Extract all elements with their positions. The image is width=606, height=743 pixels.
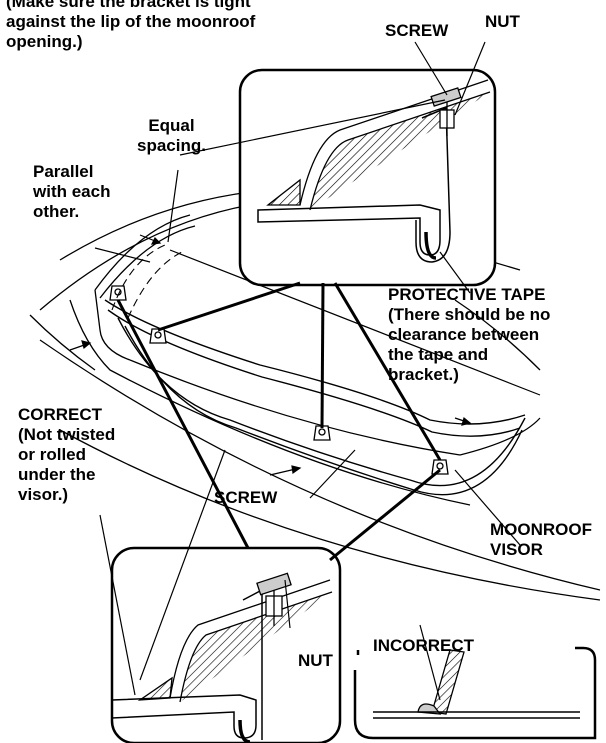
protective-tape-label: PROTECTIVE TAPE (There should be no clea… <box>388 285 551 384</box>
bracket-1 <box>109 285 127 301</box>
moonroof-visor-label: MOONROOF VISOR <box>490 520 592 559</box>
incorrect-label: INCORRECT <box>373 636 475 655</box>
nut-label-top: NUT <box>485 12 520 31</box>
screw-label-top: SCREW <box>385 21 449 40</box>
nut-label-bottom: NUT <box>298 651 333 670</box>
inset-connectors <box>116 281 442 562</box>
bracket-4 <box>431 459 449 475</box>
bracket-3 <box>313 425 331 441</box>
spacing-arrows <box>69 234 472 476</box>
correct-label: CORRECT (Not twisted or rolled under the… <box>18 405 116 504</box>
leader-lines <box>94 41 541 701</box>
incorrect-inset <box>353 646 597 740</box>
bottom-left-inset <box>110 546 342 743</box>
parallel-label: Parallel with each other. <box>33 162 111 221</box>
equal-spacing-label: Equal spacing. <box>137 116 206 155</box>
visor-brackets <box>109 285 449 475</box>
bracket-note-label: (Make sure the bracket is tight against … <box>6 0 256 51</box>
top-inset <box>238 68 497 287</box>
bracket-2 <box>149 328 167 344</box>
alignment-guides <box>111 244 183 319</box>
screw-label-middle: SCREW <box>214 488 278 507</box>
